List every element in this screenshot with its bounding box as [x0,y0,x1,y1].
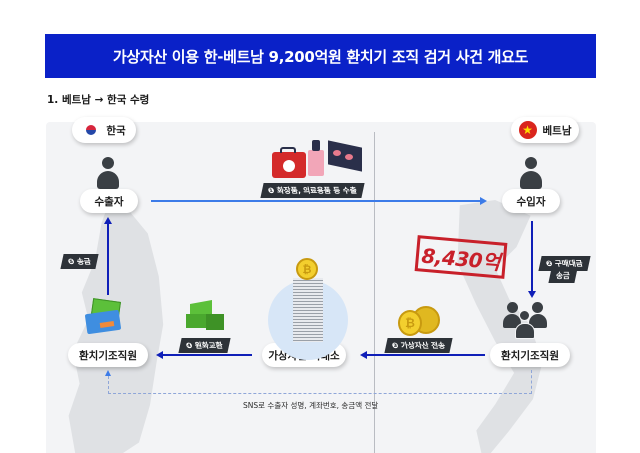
vietnam-flag-icon: ★ [518,121,537,139]
step-4-label: 원화교환 [194,341,224,350]
importer-node: 수입자 [502,189,560,213]
section-title: 1. 베트남 → 한국 수령 [47,94,150,106]
sns-caption: SNS로 수출자 성명, 계좌번호, 송금액 전달 [243,401,379,410]
exporter-label: 수출자 [94,195,124,208]
bitcoin-coins-icon: ₿ [398,302,442,336]
step-3-crypto-tag: ❸ 가상자산 전송 [384,338,453,353]
sns-dashed-line-bottom [108,393,532,394]
step-1-label: 화장품, 의료용품 등 수출 [276,186,358,195]
importer-label: 수입자 [516,195,546,208]
exchange-members-group-icon [503,300,547,340]
step-3-number: ❸ [391,341,400,350]
won-exchange-line [162,354,252,356]
payment-arrowhead-icon [528,291,536,298]
sns-dashed-line-right [531,370,532,394]
amount-stamp-text: 8,430억 [420,243,502,274]
page-title: 가상자산 이용 한-베트남 9,200억원 환치기 조직 검거 사건 개요도 [112,47,529,66]
south-korea-flag-icon [82,121,101,139]
step-2-label-line2: 송금 [556,271,570,280]
kr-exchange-member-label: 환치기조직원 [79,349,137,362]
exporter-node: 수출자 [80,189,138,213]
won-exchange-arrowhead-icon [156,351,163,359]
step-4-number: ❹ [185,341,194,350]
step-1-export-tag: ❶ 화장품, 의료용품 등 수출 [260,183,365,198]
amount-stamp: 8,430억 [414,235,508,279]
korea-country-label: 한국 [72,117,136,143]
sns-arrowhead-icon [105,370,111,376]
vn-exchange-member-node: 환치기조직원 [490,343,570,367]
step-2-payment-tag-line2: 송금 [548,268,578,283]
crypto-transfer-arrowhead-icon [360,351,367,359]
korea-label-text: 한국 [106,124,126,137]
step-5-number: ❺ [67,257,76,266]
vietnam-country-label: ★ 베트남 [511,117,579,143]
cash-stack-icon [186,300,226,332]
exporter-person-icon [97,157,119,191]
crypto-transfer-line [367,354,485,356]
sns-dashed-line-left [108,376,109,394]
step-4-won-exchange-tag: ❹ 원화교환 [178,338,231,353]
export-arrowhead-icon [480,197,487,205]
importer-person-icon [520,157,542,191]
crypto-exchange-building-icon: ₿ [268,256,348,360]
vn-exchange-member-label: 환치기조직원 [501,349,559,362]
payment-flow-line [531,221,533,292]
cosmetics-medical-kit-icon [272,140,368,180]
country-divider [374,132,375,453]
step-2-number: ❷ [545,259,554,268]
kr-exchange-member-node: 환치기조직원 [68,343,148,367]
step-5-label: 송금 [76,257,92,266]
remit-flow-line [107,223,109,295]
export-flow-line [151,200,481,202]
step-1-number: ❶ [267,186,276,195]
step-5-remit-tag: ❺ 송금 [60,254,99,269]
step-3-label: 가상자산 전송 [400,341,446,350]
money-card-icon [84,298,128,336]
page-title-banner: 가상자산 이용 한-베트남 9,200억원 환치기 조직 검거 사건 개요도 [45,34,596,78]
remit-arrowhead-icon [104,217,112,224]
vietnam-label-text: 베트남 [542,124,572,137]
